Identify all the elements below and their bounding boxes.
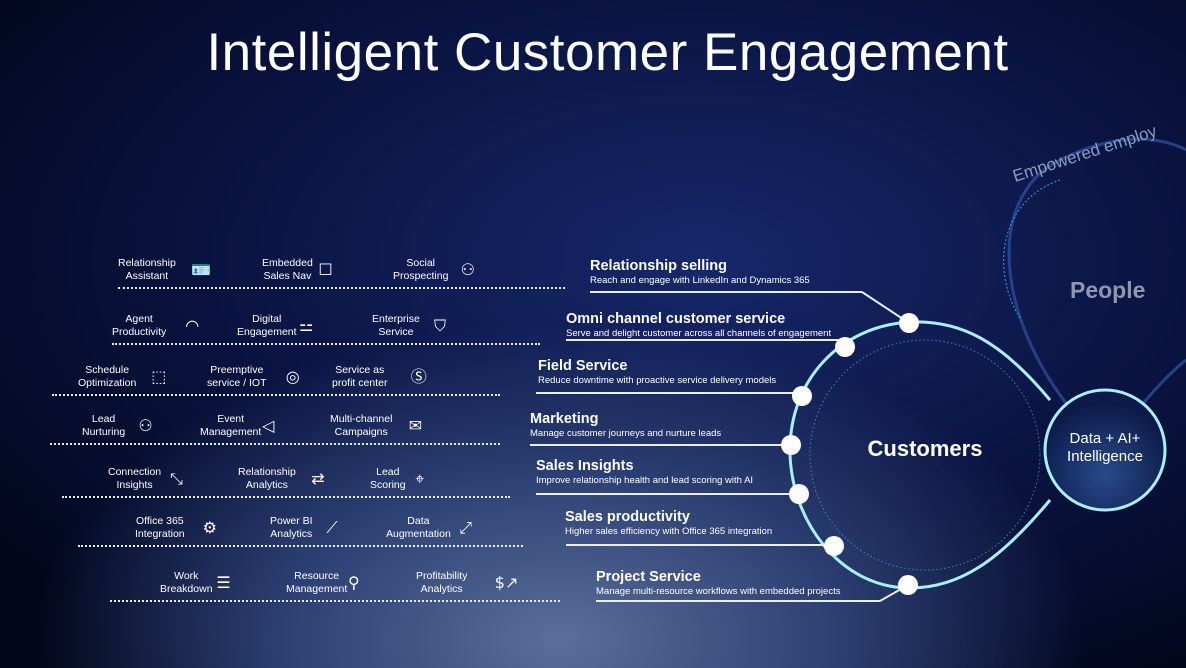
workload-description: Reach and engage with LinkedIn and Dynam… xyxy=(590,275,810,286)
capability-label: Work Breakdown xyxy=(160,570,213,595)
workload-title: Marketing xyxy=(530,411,599,427)
dollar-trend-icon: $↗ xyxy=(494,573,519,592)
crosshair-icon: ⌖ xyxy=(415,469,425,488)
workload-title: Relationship selling xyxy=(590,258,727,274)
collapse-arrows-icon: ⤡ xyxy=(170,469,183,488)
workload-description: Reduce downtime with proactive service d… xyxy=(538,375,777,386)
capability-label: Profitability Analytics xyxy=(416,570,468,595)
gear-icon: ⚙ xyxy=(202,518,217,537)
expand-box-icon: ⤢ xyxy=(459,518,472,537)
chat-people-icon: ⚍ xyxy=(299,316,314,335)
dotted-divider xyxy=(52,394,500,396)
person-icon: ⚲ xyxy=(348,573,360,592)
capability-label: Lead Scoring xyxy=(370,466,406,491)
capability-label: Lead Nurturing xyxy=(82,413,126,438)
capability-label: Embedded Sales Nav xyxy=(262,257,313,282)
capability-label: Agent Productivity xyxy=(112,313,167,338)
dotted-divider xyxy=(78,545,523,547)
people-group-icon: ⚇ xyxy=(138,416,153,435)
dotted-divider xyxy=(112,343,540,345)
capability-label: Office 365 Integration xyxy=(135,515,185,540)
arc-label: Empowered employ xyxy=(1010,121,1159,186)
target-icon: ◎ xyxy=(285,367,300,386)
capability-label: Event Management xyxy=(200,413,262,438)
capability-label: Data Augmentation xyxy=(386,515,451,540)
shield-icon: ⛉ xyxy=(434,316,447,335)
dotted-divider xyxy=(50,443,500,445)
dotted-divider xyxy=(62,496,510,498)
people-inner-arc xyxy=(1003,179,1061,319)
hub-label: Data + AI+ Intelligence xyxy=(1067,430,1143,465)
people-label: People xyxy=(1070,277,1146,303)
megaphone-icon: ◁ xyxy=(262,416,275,435)
hub-circle xyxy=(1043,388,1167,512)
contact-card-icon: 🪪 xyxy=(191,260,212,279)
workload-title: Sales Insights xyxy=(536,458,634,474)
capability-label: Relationship Assistant xyxy=(118,257,176,282)
capability-label: Multi-channel Campaigns xyxy=(330,413,393,438)
dotted-divider xyxy=(118,287,565,289)
capability-label: Connection Insights xyxy=(108,466,162,491)
slide-title: Intelligent Customer Engagement xyxy=(206,23,1009,82)
workload-description: Improve relationship health and lead sco… xyxy=(536,475,754,486)
capability-label: Schedule Optimization xyxy=(78,364,137,389)
workload-title: Sales productivity xyxy=(565,509,690,525)
mailbox-icon: ✉ xyxy=(408,416,423,435)
customers-inner-dotted xyxy=(809,339,1041,571)
swap-arrows-icon: ⇄ xyxy=(311,469,325,488)
people-loop xyxy=(1007,137,1186,421)
people-icon: ⚇ xyxy=(460,260,475,279)
workload-title: Field Service xyxy=(538,358,628,374)
customers-label: Customers xyxy=(867,436,983,461)
workload-title: Project Service xyxy=(596,569,701,585)
workload-description: Manage customer journeys and nurture lea… xyxy=(530,428,722,439)
edit-window-icon: ☐ xyxy=(318,260,333,279)
capability-label: Digital Engagement xyxy=(237,313,297,338)
workload-title: Omni channel customer service xyxy=(566,311,786,327)
capability-label: Enterprise Service xyxy=(372,313,420,338)
connector-lines xyxy=(530,291,910,602)
trend-line-icon: ⟋ xyxy=(326,518,338,537)
capability-label: Resource Management xyxy=(286,570,348,595)
dollar-circle-icon: Ⓢ xyxy=(410,367,427,386)
dotted-divider xyxy=(110,600,560,602)
headset-icon: ◠ xyxy=(185,316,200,335)
capability-label: Relationship Analytics xyxy=(238,466,296,491)
workload-description: Serve and delight customer across all ch… xyxy=(566,328,832,339)
capability-label: Power BI Analytics xyxy=(270,515,313,540)
workload-nodes xyxy=(781,313,919,595)
workload-description: Higher sales efficiency with Office 365 … xyxy=(565,526,773,537)
workload-description: Manage multi-resource workflows with emb… xyxy=(596,586,841,597)
box-icon: ⬚ xyxy=(151,367,167,386)
capability-label: Social Prospecting xyxy=(393,257,449,282)
capability-label: Service as profit center xyxy=(332,364,388,389)
checklist-icon: ☰ xyxy=(216,573,231,592)
capability-label: Preemptive service / IOT xyxy=(207,364,267,389)
